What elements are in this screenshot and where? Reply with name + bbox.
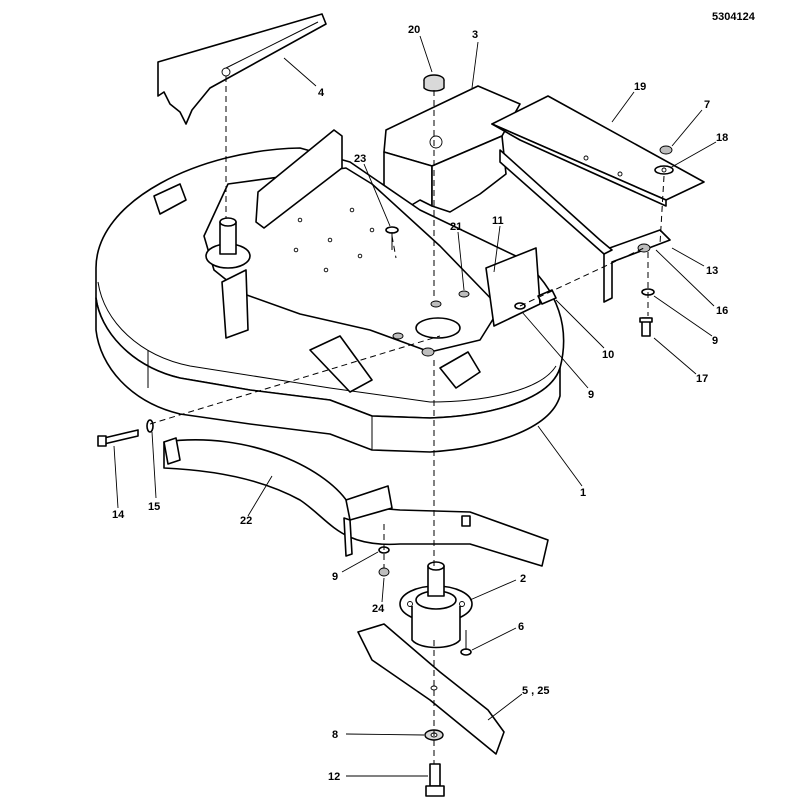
callout-17: 17: [696, 373, 708, 385]
callout-23: 23: [354, 153, 366, 165]
callout-9-lower: 9: [332, 571, 338, 583]
callouts: 20 3 4 19 7 18 23 21 11 13 16 9 10 17 9 …: [112, 24, 728, 783]
callout-9-middle: 9: [588, 389, 594, 401]
assembly-lines: [149, 76, 665, 764]
callout-15: 15: [148, 501, 160, 513]
callout-14: 14: [112, 509, 125, 521]
callout-4: 4: [318, 87, 325, 99]
baffle-hardware: [378, 546, 390, 577]
side-bolt: [97, 419, 154, 447]
mower-deck: [95, 129, 565, 453]
callout-24: 24: [372, 603, 385, 615]
callout-1: 1: [580, 487, 586, 499]
callout-6: 6: [518, 621, 524, 633]
spindle-cap: [423, 74, 445, 92]
callout-10: 10: [602, 349, 614, 361]
baffle: [163, 437, 549, 567]
document-number: 5304124: [712, 11, 756, 23]
spindle-assembly: [399, 561, 473, 649]
center-belt-shield: [383, 85, 521, 213]
callout-3: 3: [472, 29, 478, 41]
blade-bolt: [425, 763, 445, 797]
deck-bracket: [499, 149, 671, 303]
callout-7: 7: [704, 99, 710, 111]
callout-13: 13: [706, 265, 718, 277]
callout-11: 11: [492, 215, 504, 227]
leader-lines: [113, 35, 717, 777]
callout-22: 22: [240, 515, 252, 527]
callout-16: 16: [716, 305, 728, 317]
callout-5-25: 5 , 25: [522, 685, 550, 697]
callout-21: 21: [450, 221, 462, 233]
spindle-bolt: [460, 630, 472, 656]
callout-9-right: 9: [712, 335, 718, 347]
left-belt-cover: [157, 13, 327, 125]
right-belt-cover: [491, 95, 705, 207]
callout-20: 20: [408, 24, 420, 36]
callout-8: 8: [332, 729, 338, 741]
callout-12: 12: [328, 771, 340, 783]
cover-hardware: [637, 145, 674, 337]
callout-19: 19: [634, 81, 646, 93]
callout-2: 2: [520, 573, 526, 585]
pin: [385, 226, 399, 250]
callout-18: 18: [716, 132, 728, 144]
